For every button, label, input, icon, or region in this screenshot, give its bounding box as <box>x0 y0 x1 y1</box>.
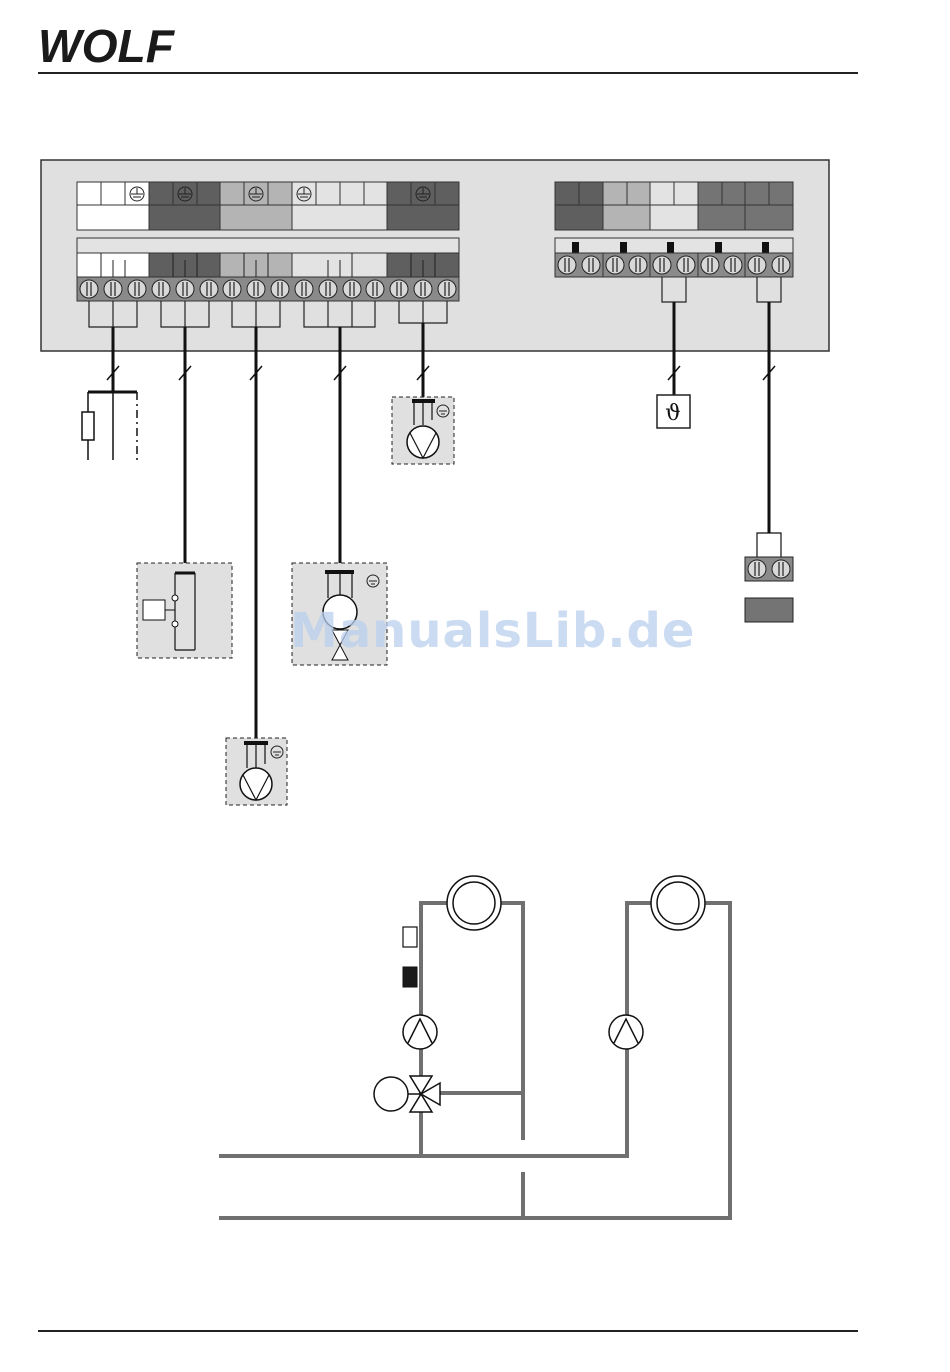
hydraulic-sensor-icon <box>403 927 417 987</box>
bus-module <box>745 598 793 622</box>
sensor-symbol: ϑ <box>665 401 681 426</box>
temperature-sensor-icon: ϑ <box>657 395 690 428</box>
low-voltage-terminal-header <box>555 182 793 230</box>
circulation-pump-icon <box>392 397 454 464</box>
thermostat-switch-icon <box>137 563 232 658</box>
hydraulic-scheme <box>219 903 730 1218</box>
pump-icon <box>226 738 287 805</box>
mains-terminal-header <box>77 182 459 230</box>
three-way-mixing-valve-icon <box>374 1076 440 1112</box>
external-bus-connector <box>745 533 793 622</box>
cables <box>113 302 769 742</box>
watermark: ManualsLib.de <box>290 603 695 659</box>
radiator-icon <box>447 876 705 930</box>
mains-supply-fuse <box>82 392 137 460</box>
